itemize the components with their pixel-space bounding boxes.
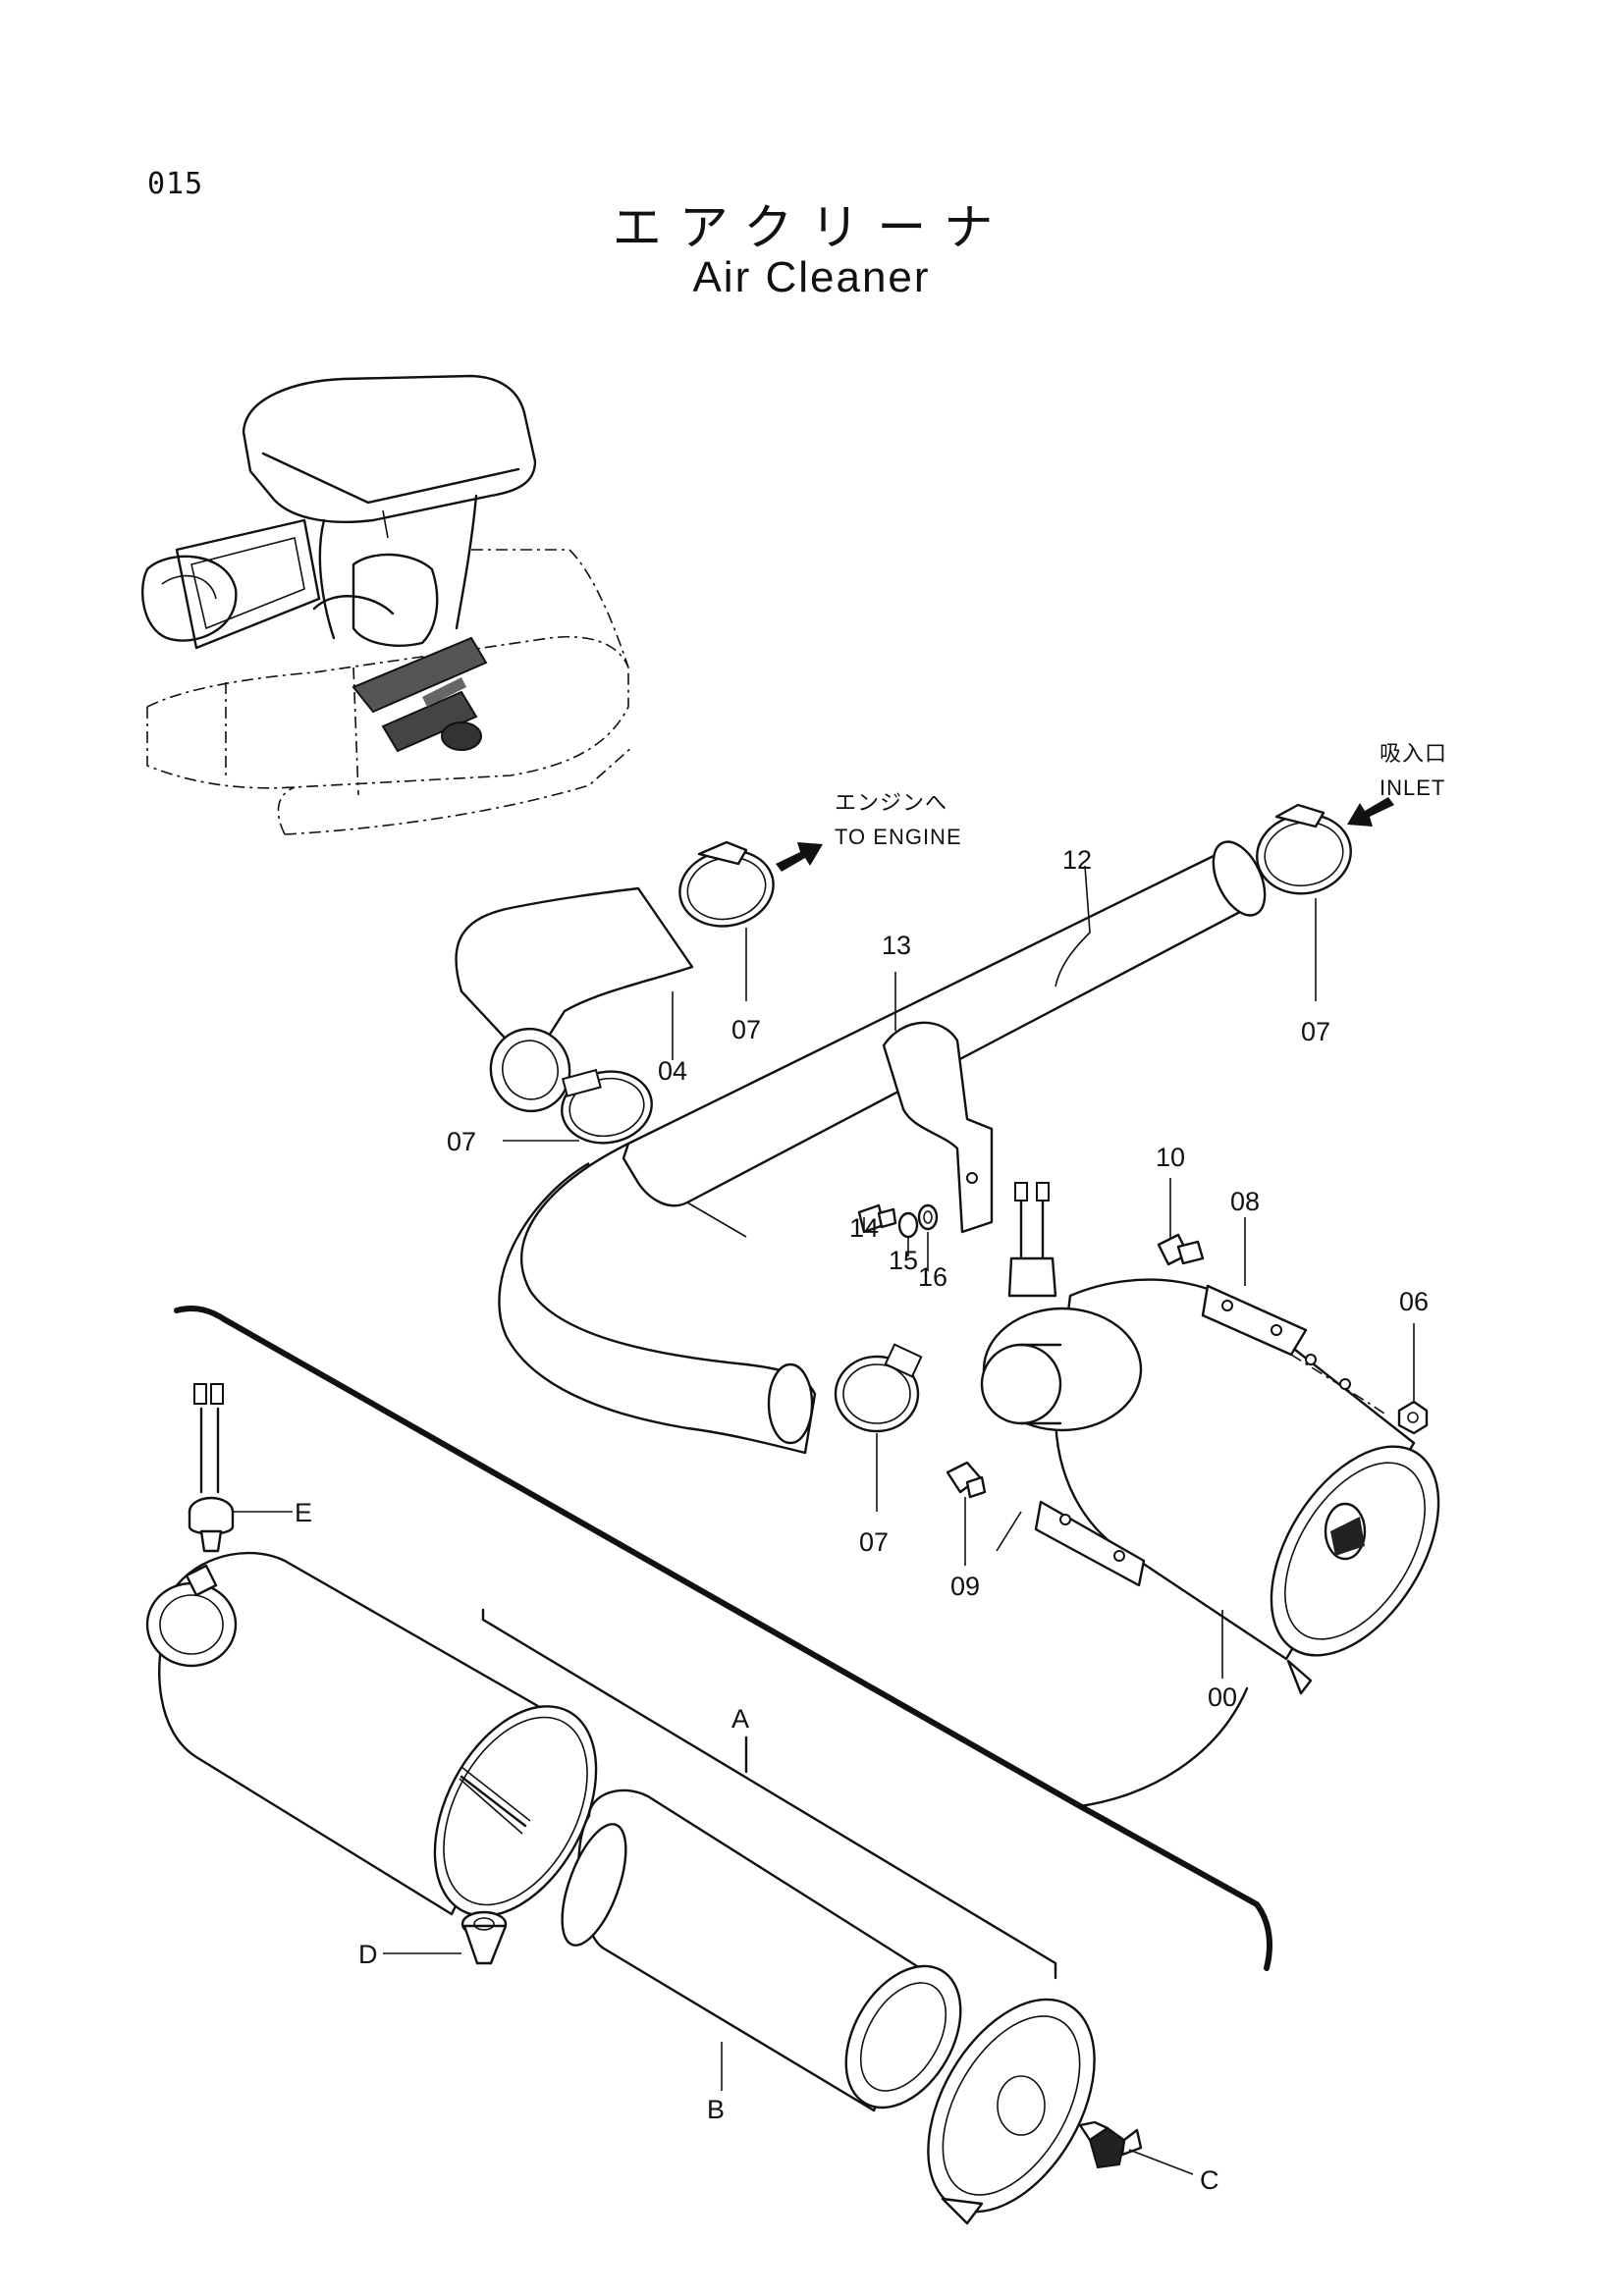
clamp-07-top-left [678, 840, 775, 928]
leader-lines [233, 865, 1415, 2175]
label-07-d: 07 [859, 1527, 889, 1557]
label-12: 12 [1062, 845, 1092, 875]
subassembly-a-bracket [481, 1608, 1057, 1980]
label-c: C [1200, 2165, 1219, 2195]
label-04: 04 [658, 1056, 687, 1086]
restriction-indicator-e [188, 1383, 235, 1553]
page-title-japanese: エアクリーナ [612, 199, 1011, 256]
clamp-07-middle-left [561, 1068, 653, 1145]
restriction-indicator [1007, 1182, 1057, 1298]
label-07-b: 07 [1301, 1017, 1330, 1046]
to-engine-note-en: TO ENGINE [835, 825, 962, 849]
air-cleaner-cover [927, 1998, 1096, 2225]
label-08: 08 [1230, 1187, 1260, 1216]
part-number-labels: 12 13 07 07 04 07 14 15 16 10 08 06 07 0… [295, 845, 1429, 2195]
washer-15 [897, 1211, 919, 1239]
label-06: 06 [1399, 1287, 1429, 1316]
label-a: A [731, 1704, 749, 1734]
label-09: 09 [950, 1572, 980, 1601]
washer-16 [917, 1203, 939, 1231]
label-d: D [358, 1940, 378, 1969]
exploded-view-leader [1078, 1686, 1249, 1808]
air-cleaner-assembly-00 [980, 1278, 1440, 1695]
bolt-09 [946, 1461, 987, 1499]
inlet-note-jp: 吸入口 [1380, 741, 1447, 766]
bolt-14 [857, 1203, 897, 1234]
bracket-13 [882, 1021, 994, 1234]
wing-nut-c [1078, 2120, 1143, 2169]
label-07-c: 07 [447, 1127, 476, 1156]
label-b: B [707, 2095, 725, 2124]
clamp-07-lower [834, 1343, 923, 1433]
to-engine-note-jp: エンジンへ [835, 790, 947, 815]
hose-04 [455, 886, 694, 1113]
lower-mounting-band [996, 1500, 1146, 1587]
label-16: 16 [918, 1262, 947, 1292]
inlet-note-en: INLET [1380, 775, 1445, 800]
bracket-08 [1201, 1284, 1385, 1415]
label-e: E [295, 1498, 312, 1527]
air-cleaner-housing [145, 1551, 598, 1917]
machine-overview-illustration [140, 374, 634, 835]
page-number: 015 [147, 167, 204, 201]
vacuator-valve-d [460, 1910, 508, 1965]
label-10: 10 [1156, 1143, 1185, 1172]
bolt-10 [1157, 1233, 1205, 1266]
filter-element-b [561, 1789, 962, 2112]
inlet-arrow-icon [1347, 797, 1394, 827]
label-13: 13 [882, 931, 911, 960]
to-engine-arrow-icon [776, 842, 823, 872]
label-00: 00 [1208, 1682, 1237, 1712]
label-07-a: 07 [731, 1015, 761, 1044]
exploded-view-divider [174, 1306, 1272, 1971]
clamp-07-top-right [1256, 803, 1352, 895]
nut-06 [1397, 1400, 1429, 1435]
label-14: 14 [849, 1213, 879, 1243]
page-title-english: Air Cleaner [692, 253, 931, 301]
label-15: 15 [889, 1246, 918, 1275]
